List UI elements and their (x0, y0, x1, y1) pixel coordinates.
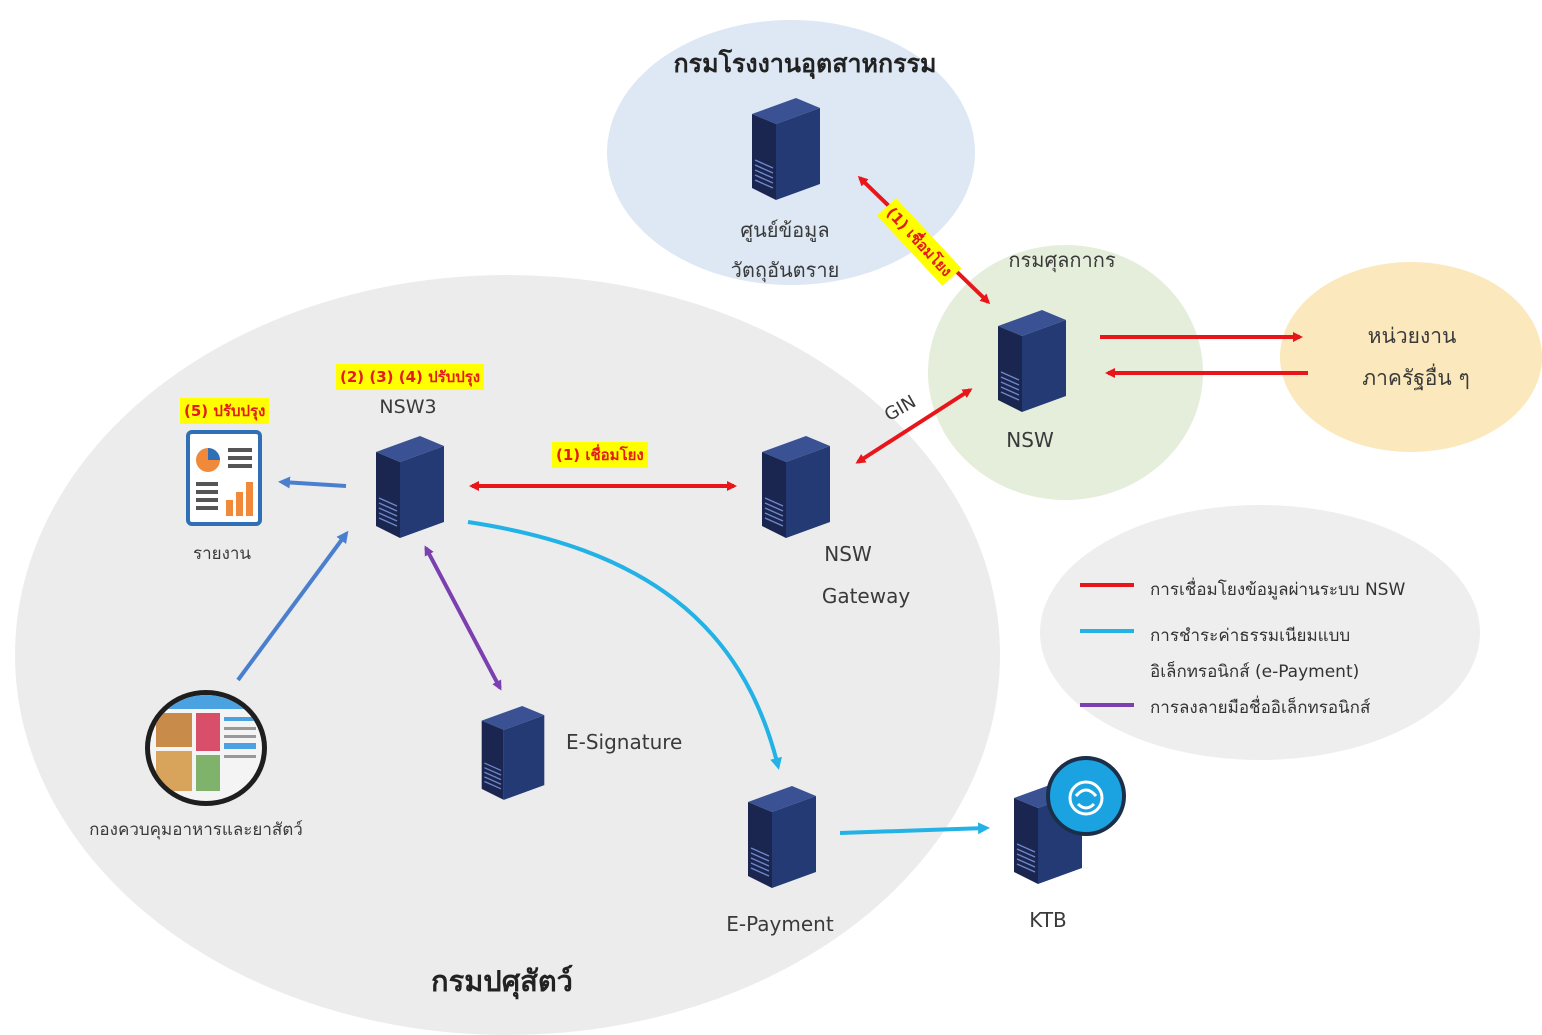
server-icon (478, 702, 548, 806)
server-icon (372, 432, 448, 544)
hazard-center-label-line2: วัตถุอันตราย (730, 258, 840, 282)
server-icon (758, 432, 834, 544)
link-tag-mid: (1) เชื่อมโยง (552, 442, 648, 468)
nsw-label: NSW (1006, 428, 1054, 452)
server-icon (744, 782, 820, 894)
website-screenshot-image (145, 690, 267, 806)
edge-division-nsw3 (236, 530, 349, 682)
legend-blue-label-line2: อิเล็กทรอนิกส์ (e-Payment) (1150, 662, 1360, 682)
dept-industrial-title: กรมโรงงานอุตสาหกรรม (673, 49, 937, 78)
customs-title: กรมศุลกากร (1008, 248, 1116, 272)
improve-tag-report: (5) ปรับปรุง (180, 398, 270, 424)
server-icon (994, 306, 1070, 418)
edge-nsw-gateway (855, 388, 973, 464)
ktb-logo-icon (1046, 756, 1126, 836)
nsw-gateway-label-line2: Gateway (821, 584, 911, 608)
legend-red-label: การเชื่อมโยงข้อมูลผ่านระบบ NSW (1150, 580, 1406, 600)
livestock-dept-region (15, 275, 1000, 1035)
other-agencies-line1: หน่วยงาน (1367, 324, 1457, 348)
food-feed-division-label: กองควบคุมอาหารและยาสัตว์ (89, 820, 303, 840)
edge-nsw3-report (278, 476, 347, 489)
e-signature-label: E-Signature (566, 730, 683, 754)
improve-tag-nsw3: (2) (3) (4) ปรับปรุง (336, 364, 485, 390)
other-agencies-line2: ภาครัฐอื่น ๆ (1362, 366, 1470, 390)
report-chart-icon (186, 430, 262, 530)
ktb-label: KTB (1029, 908, 1067, 932)
edge-epayment-ktb (839, 822, 990, 835)
livestock-dept-title: กรมปศุสัตว์ (431, 964, 573, 998)
e-payment-label: E-Payment (726, 912, 834, 936)
hazard-center-label-line1: ศูนย์ข้อมูล (740, 218, 830, 242)
report-label: รายงาน (192, 544, 252, 564)
edge-nsw3-epayment (467, 520, 782, 770)
nsw-gateway-label-line1: NSW (824, 542, 872, 566)
nsw3-label: NSW3 (379, 396, 437, 418)
server-icon (748, 94, 824, 206)
legend-blue-label-line1: การชำระค่าธรรมเนียมแบบ (1150, 626, 1351, 646)
other-agencies-region (1280, 262, 1542, 452)
legend-purple-label: การลงลายมือชื่ออิเล็กทรอนิกส์ (1150, 698, 1371, 718)
edge-nsw3-esignature (424, 545, 502, 691)
